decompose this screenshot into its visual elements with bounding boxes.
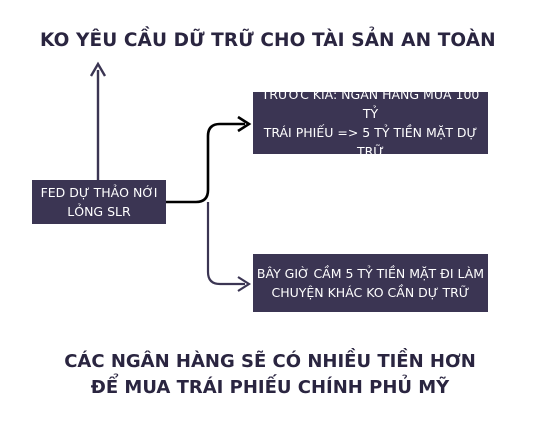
now-box: BÂY GIỜ CẦM 5 TỶ TIỀN MẶT ĐI LÀM CHUYỆN … [253,254,488,312]
arrow-to-now [206,202,245,286]
fed-box-line-1: FED DỰ THẢO NỚI [40,185,158,200]
arrow-to-now-head [237,276,252,292]
conclusion-text: CÁC NGÂN HÀNG SẼ CÓ NHIỀU TIỀN HƠN ĐỂ MU… [40,349,500,401]
before-box-line-1: TRƯỚC KIA: NGÂN HÀNG MUA 100 TỶ [261,87,480,121]
diagram-title: KO YÊU CẦU DỮ TRỮ CHO TÀI SẢN AN TOÀN [40,30,496,51]
before-box-line-2: TRÁI PHIẾU => 5 TỶ TIỀN MẶT DỰ TRỮ [263,125,478,159]
now-box-line-1: BÂY GIỜ CẦM 5 TỶ TIỀN MẶT ĐI LÀM [256,266,485,281]
conclusion-line-2: ĐỂ MUA TRÁI PHIẾU CHÍNH PHỦ MỸ [90,377,450,398]
fed-slr-box: FED DỰ THẢO NỚI LỎNG SLR [32,180,166,224]
arrow-to-before [166,122,245,204]
conclusion-line-1: CÁC NGÂN HÀNG SẼ CÓ NHIỀU TIỀN HƠN [64,351,476,372]
arrow-to-before-head [237,115,252,133]
before-box: TRƯỚC KIA: NGÂN HÀNG MUA 100 TỶ TRÁI PHI… [253,87,488,159]
now-box-line-2: CHUYỆN KHÁC KO CẦN DỰ TRỮ [271,285,470,300]
fed-box-line-2: LỎNG SLR [67,204,131,219]
arrow-up-head [89,61,107,77]
